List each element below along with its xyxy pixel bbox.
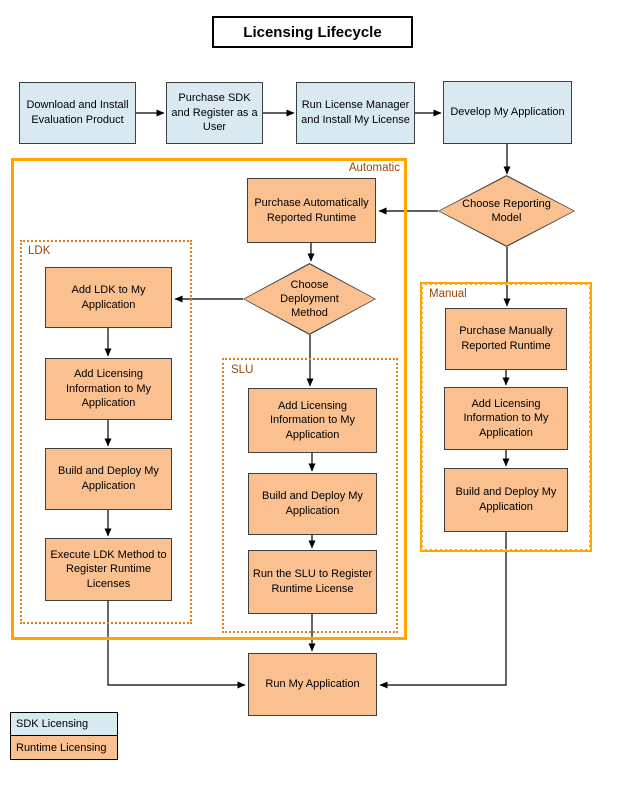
container-ldk [20, 240, 192, 624]
step-develop-my-application: Develop My Application [443, 81, 572, 144]
container-slu [222, 358, 398, 633]
decision-choose-deployment-method-label: Choose Deployment Method [280, 278, 339, 320]
decision-choose-reporting-model: Choose Reporting Model [438, 175, 575, 247]
step-manual-add-licensing-info: Add Licensing Information to My Applicat… [444, 387, 568, 450]
container-manual-label: Manual [429, 288, 467, 300]
step-purchase-automatically-reported-runtime: Purchase Automatically Reported Runtime [247, 178, 376, 243]
step-slu-add-licensing-info: Add Licensing Information to My Applicat… [248, 388, 377, 453]
step-run-my-application: Run My Application [248, 653, 377, 716]
step-ldk-execute-register: Execute LDK Method to Register Runtime L… [45, 538, 172, 601]
step-slu-build-deploy: Build and Deploy My Application [248, 473, 377, 535]
legend-sdk-licensing: SDK Licensing [11, 713, 117, 736]
step-ldk-build-deploy: Build and Deploy My Application [45, 448, 172, 510]
container-automatic-label: Automatic [348, 162, 400, 174]
step-manual-purchase-runtime: Purchase Manually Reported Runtime [445, 308, 567, 370]
legend-runtime-licensing: Runtime Licensing [11, 736, 117, 759]
container-automatic [11, 158, 407, 640]
step-manual-build-deploy: Build and Deploy My Application [444, 468, 568, 532]
step-slu-run-slu-register: Run the SLU to Register Runtime License [248, 550, 377, 614]
page-title: Licensing Lifecycle [212, 16, 413, 48]
container-ldk-label: LDK [28, 245, 51, 257]
step-purchase-sdk-register: Purchase SDK and Register as a User [166, 82, 263, 144]
step-ldk-add-ldk: Add LDK to My Application [45, 267, 172, 328]
step-ldk-add-licensing-info: Add Licensing Information to My Applicat… [45, 358, 172, 420]
container-manual [420, 282, 592, 552]
legend: SDK Licensing Runtime Licensing [10, 712, 118, 760]
decision-choose-reporting-model-label: Choose Reporting Model [462, 197, 551, 224]
decision-choose-deployment-method: Choose Deployment Method [243, 263, 376, 335]
step-download-install-evaluation: Download and Install Evaluation Product [19, 82, 136, 144]
container-slu-label: SLU [231, 364, 254, 376]
step-run-license-manager: Run License Manager and Install My Licen… [296, 82, 415, 144]
